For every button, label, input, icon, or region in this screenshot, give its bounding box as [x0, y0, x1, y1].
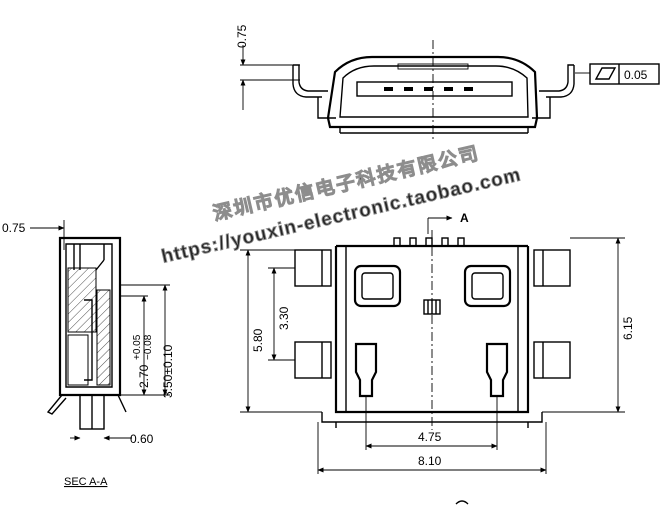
- dim-270-tol-lower: −0.08: [143, 334, 154, 360]
- dim-270-tol-upper: +0.05: [132, 334, 143, 360]
- flatness-value: 0.05: [624, 68, 648, 82]
- watermark: 深圳市优信电子科技有限公司 https://youxin-electronic.…: [159, 141, 524, 268]
- bottom-mark: [455, 500, 469, 505]
- dim-475: 4.75: [418, 430, 442, 444]
- front-pins: [384, 87, 473, 91]
- dim-580: 5.80: [251, 328, 265, 352]
- dim-810: 8.10: [418, 454, 442, 468]
- dim-top-075: 0.75: [235, 24, 249, 48]
- flatness-icon: [594, 67, 617, 80]
- dim-330: 3.30: [277, 306, 291, 330]
- plan-pins: [393, 237, 465, 247]
- dim-side-075: 0.75: [2, 221, 26, 235]
- section-view: 0.75 0.60 2.70 +0.05 −0.08: [2, 220, 175, 488]
- dim-060: 0.60: [130, 432, 154, 446]
- dim-270: 2.70: [137, 364, 151, 388]
- section-marker: A: [460, 211, 469, 225]
- flatness-tolerance-frame: 0.05: [575, 63, 660, 85]
- plan-view: A: [240, 211, 635, 505]
- dim-615: 6.15: [621, 316, 635, 340]
- front-view: 0.75: [235, 24, 575, 140]
- solder-tabs: [294, 249, 571, 379]
- section-caption: SEC A-A: [64, 476, 108, 488]
- dim-350: 3.50±0.10: [161, 344, 175, 398]
